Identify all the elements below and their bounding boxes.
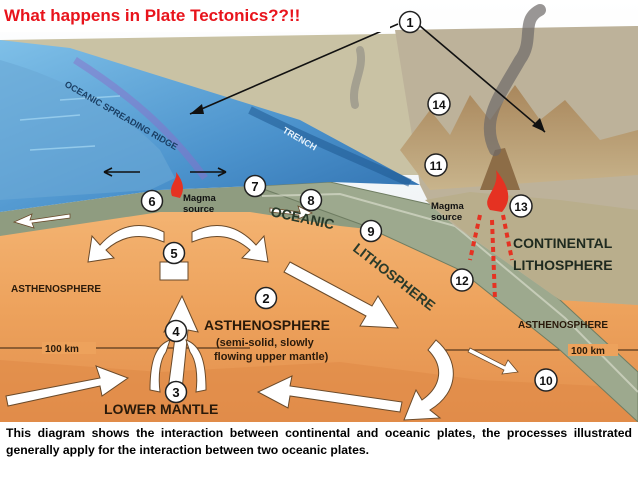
marker-9: 9: [359, 219, 383, 243]
label-asthenosphere-right: ASTHENOSPHERE: [518, 320, 608, 331]
magma-continental: [487, 170, 509, 212]
flow-arrow-ridge-left: [87, 225, 165, 263]
flow-arrow-bottom-return: [256, 375, 403, 413]
label-magma-left-1: Magma: [183, 193, 216, 204]
marker-13: 13: [509, 194, 533, 218]
ridge-arrow-right: [190, 167, 227, 177]
marker-12-label: 12: [455, 274, 469, 288]
title-bar: What happens in Plate Tectonics??!!: [0, 0, 390, 32]
pointer-line-continent: [419, 25, 546, 133]
marker-12: 12: [450, 268, 474, 292]
flow-arrow-lower-left: [5, 365, 130, 407]
ridge-shadow: [0, 60, 175, 200]
plate-motion-arrow-left: [12, 213, 71, 229]
magma-dikes: [468, 214, 514, 301]
mountain-range: [400, 85, 638, 190]
marker-7: 7: [243, 174, 267, 198]
depth-label-right-bg: [568, 344, 618, 356]
marker-6-label: 6: [148, 194, 155, 209]
flow-arrow-curve-down: [403, 339, 454, 421]
marker-8: 8: [299, 188, 323, 212]
label-depth-left: 100 km: [45, 344, 79, 355]
label-magma-right-2: source: [431, 212, 462, 223]
marker-11: 11: [424, 153, 448, 177]
flow-arrow-split-left: [149, 339, 171, 393]
magma-ridge: [171, 172, 183, 198]
flow-arrow-slab: [283, 261, 399, 329]
volcano: [480, 148, 520, 190]
marker-2-label: 2: [262, 291, 269, 306]
ridge-arrow-left: [103, 167, 140, 177]
marker-2: 2: [254, 286, 278, 310]
label-asthenosphere-left: ASTHENOSPHERE: [11, 284, 101, 295]
marker-9-label: 9: [367, 224, 374, 239]
marker-14: 14: [427, 92, 451, 116]
marker-5: 5: [162, 241, 186, 265]
trench-band: [248, 106, 412, 187]
marker-1-label: 1: [406, 15, 413, 30]
pointer-head-ocean: [190, 104, 204, 114]
plate-motion-arrow-right: [269, 205, 313, 220]
island-arc-plume: [349, 46, 366, 109]
marker-14-label: 14: [432, 98, 446, 112]
marker-8-label: 8: [307, 193, 314, 208]
diagram-caption: This diagram shows the interaction betwe…: [0, 422, 638, 479]
label-depth-right: 100 km: [571, 346, 605, 357]
label-asthenosphere-note-2: flowing upper mantle): [214, 351, 329, 363]
marker-6: 6: [140, 189, 164, 213]
marker-7-label: 7: [251, 179, 258, 194]
marker-13-label: 13: [514, 200, 528, 214]
label-magma-right-1: Magma: [431, 201, 464, 212]
marker-3: 3: [164, 380, 188, 404]
marker-3-label: 3: [172, 385, 179, 400]
label-asthenosphere-note-1: (semi-solid, slowly: [216, 337, 315, 349]
flow-arrow-split-right: [185, 339, 207, 393]
ocean-fracture-lines: [19, 95, 121, 151]
marker-11-label: 11: [430, 159, 443, 173]
label-lithosphere-continental: LITHOSPHERE: [513, 257, 613, 273]
label-asthenosphere-center: ASTHENOSPHERE: [204, 317, 330, 333]
flow-arrow-ridge-right: [191, 225, 269, 263]
ridge-upwelling-box: [159, 261, 189, 281]
pointer-head-continent: [532, 118, 545, 132]
continental-lithosphere: [425, 192, 638, 305]
depth-label-left-bg: [42, 342, 96, 354]
marker-1: 1: [398, 10, 422, 34]
marker-10-label: 10: [539, 374, 553, 388]
flow-arrow-small-slab: [467, 347, 519, 375]
spreading-ridge-band: [73, 57, 208, 181]
marker-4: 4: [164, 319, 188, 343]
oceanic-lithosphere-slab: [254, 181, 638, 423]
marker-4-label: 4: [172, 324, 180, 339]
volcano-ash-plume: [483, 4, 546, 156]
label-magma-left-2: source: [183, 204, 214, 215]
pointer-line-ocean: [189, 23, 399, 115]
label-lower-mantle: LOWER MANTLE: [104, 401, 218, 417]
marker-10: 10: [534, 368, 558, 392]
marker-5-label: 5: [170, 246, 177, 261]
page-title: What happens in Plate Tectonics??!!: [4, 6, 301, 25]
label-continental: CONTINENTAL: [513, 235, 613, 251]
